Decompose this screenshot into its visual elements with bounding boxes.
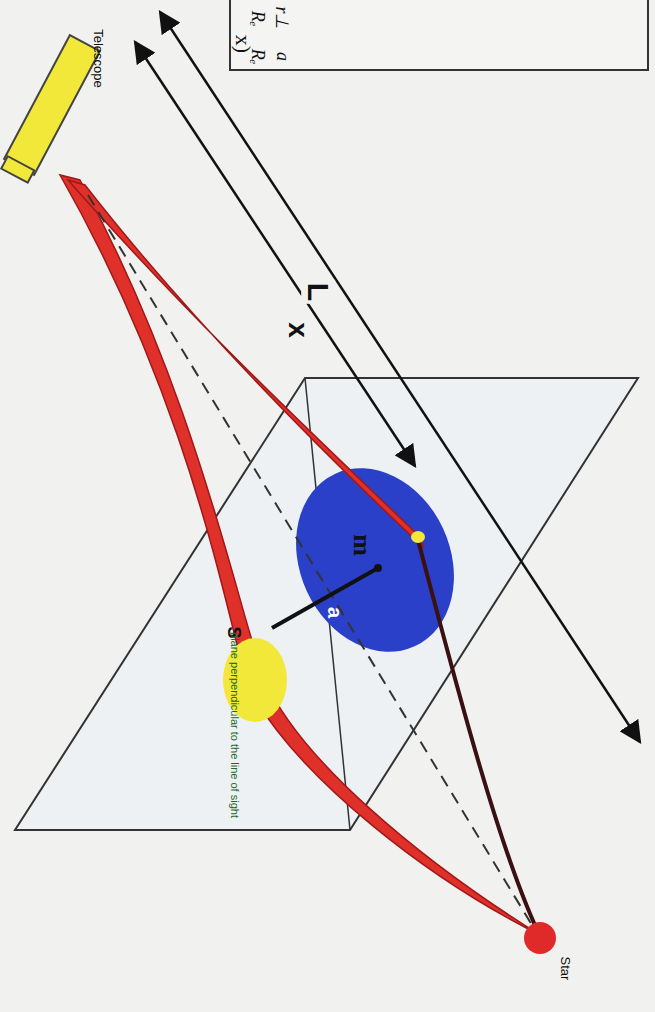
formula-text: Rₑ <box>248 48 269 64</box>
star-label: Star <box>559 956 574 980</box>
formula-text: Rₑ <box>248 10 269 26</box>
distance-label: x <box>282 319 314 341</box>
lens-mass: m <box>347 532 377 558</box>
telescope-label: Telescope <box>90 29 105 88</box>
formula-text: r⊥ <box>271 6 293 29</box>
mass-label: m <box>347 532 377 558</box>
distance-label: L <box>301 280 335 304</box>
plane-label: plane perpendicular to the line of sight <box>229 632 241 818</box>
radius-label: a <box>324 606 347 617</box>
formula-text: a <box>272 52 293 61</box>
